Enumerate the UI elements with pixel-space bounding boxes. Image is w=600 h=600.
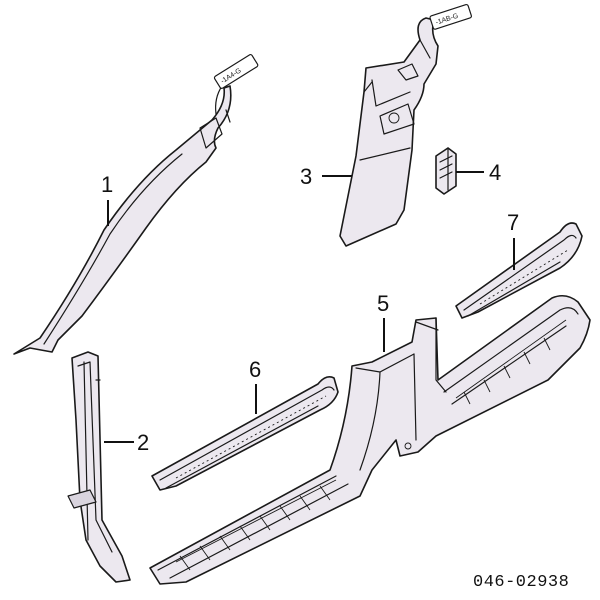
part-6-front-scuff-plate [151, 376, 339, 491]
part-1-label-tag: -1A4-G [213, 54, 259, 89]
part-3-label-tag: -1AB-G [429, 3, 472, 30]
callout-numbers: 1 2 3 4 5 6 7 [101, 160, 519, 455]
leader-lines [104, 171, 515, 443]
callout-3: 3 [300, 164, 312, 189]
callout-7: 7 [507, 210, 519, 235]
part-5-rocker-sill-panel [149, 294, 591, 585]
callout-5: 5 [377, 291, 389, 316]
callout-4: 4 [489, 160, 501, 185]
callout-6: 6 [249, 357, 261, 382]
callout-1: 1 [101, 172, 113, 197]
part-3-c-pillar-trim: -1AB-G [339, 3, 472, 247]
part-4-clip [435, 147, 457, 195]
part-7-rear-scuff-plate [455, 222, 583, 319]
part-2-b-pillar-lower-trim [67, 351, 131, 583]
catalog-number: 046-02938 [473, 573, 569, 592]
callout-2: 2 [137, 430, 149, 455]
part-1-a-pillar-trim: -1A4-G [13, 54, 259, 355]
